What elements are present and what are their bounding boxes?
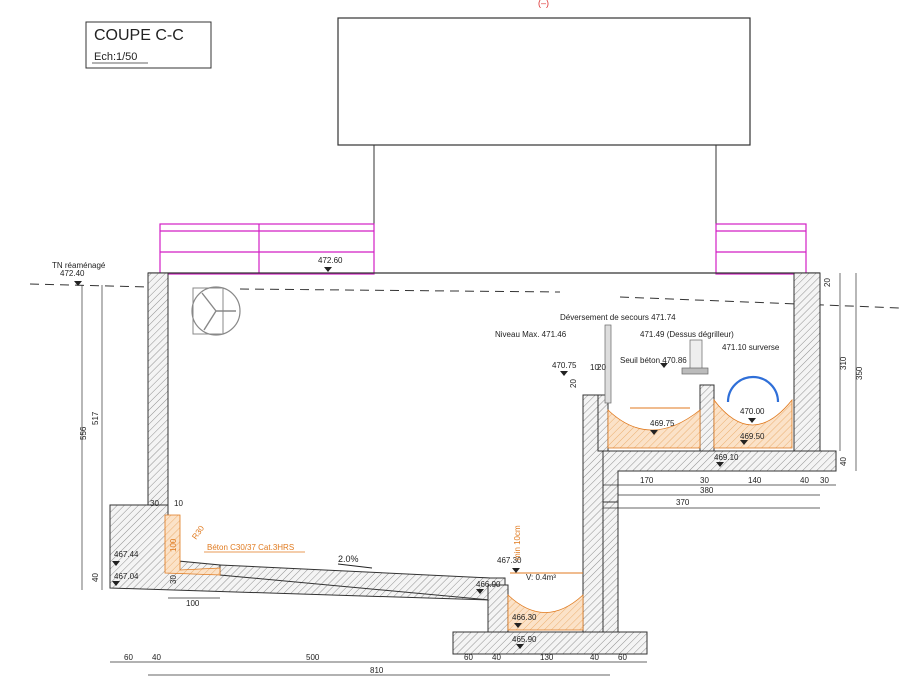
- beton-note: Béton C30/37 Cat.3HRS: [207, 543, 294, 552]
- concrete-structure: [109, 272, 837, 655]
- fan-icon: [191, 286, 241, 336]
- dim-40-left: 40: [91, 573, 100, 582]
- dim-40-a: 40: [800, 476, 809, 485]
- d100-label: 100: [169, 538, 178, 552]
- dim-170: 170: [640, 476, 654, 485]
- dim-556: 556: [79, 426, 88, 440]
- dimension-lines: [81, 273, 857, 676]
- dim-30-left-2: 30: [169, 575, 178, 584]
- dimension-labels: 556 517 40 30 10 30 100 20 310 350 40 20…: [79, 278, 864, 675]
- ground-line: [29, 283, 901, 309]
- level-dessus-degrilleur: 471.49 (Dessus dégrilleur): [640, 330, 734, 339]
- dim-b-40-a: 40: [152, 653, 161, 662]
- building-outline: [337, 17, 751, 273]
- dim-20-top: 20: [823, 278, 832, 287]
- dim-30-b: 30: [820, 476, 829, 485]
- level-tn: 472.40: [60, 269, 85, 278]
- level-deversement: Déversement de secours 471.74: [560, 313, 676, 322]
- dim-b-500: 500: [306, 653, 320, 662]
- dim-350: 350: [855, 366, 864, 380]
- dim-370: 370: [676, 498, 690, 507]
- level-465-90: 465.90: [512, 635, 537, 644]
- top-mark: (–): [538, 0, 549, 8]
- dim-b-60-b: 60: [464, 653, 473, 662]
- dim-b-40-c: 40: [590, 653, 599, 662]
- guardrail-left: [159, 223, 375, 275]
- level-467-30: 467.30: [497, 556, 522, 565]
- level-467-44: 467.44: [114, 550, 139, 559]
- level-labels: TN réaménagé 472.40 472.60 Déversement d…: [52, 256, 780, 644]
- level-470-00: 470.00: [740, 407, 765, 416]
- level-469-10: 469.10: [714, 453, 739, 462]
- dim-10-left: 10: [174, 499, 183, 508]
- dim-20-mid: 20: [569, 379, 578, 388]
- dim-b-130: 130: [540, 653, 554, 662]
- dim-380: 380: [700, 486, 714, 495]
- dim-40-right: 40: [839, 457, 848, 466]
- title-block: COUPE C-C Ech:1/50: [85, 21, 212, 69]
- dim-517: 517: [91, 411, 100, 425]
- dim-100-left: 100: [186, 599, 200, 608]
- dim-30-left: 30: [150, 499, 159, 508]
- drawing-title: COUPE C-C: [94, 27, 184, 44]
- level-slab-top: 472.60: [318, 256, 343, 265]
- dim-30-a: 30: [700, 476, 709, 485]
- channel-fills: [164, 398, 793, 631]
- dim-140: 140: [748, 476, 762, 485]
- guardrail-right: [715, 223, 807, 275]
- level-niveau-max: Niveau Max. 471.46: [495, 330, 567, 339]
- level-467-04: 467.04: [114, 572, 139, 581]
- dim-310: 310: [839, 356, 848, 370]
- level-seuil-beton: Seuil béton 470.86: [620, 356, 687, 365]
- level-466-30: 466.30: [512, 613, 537, 622]
- level-469-50: 469.50: [740, 432, 765, 441]
- drawing-scale: Ech:1/50: [94, 51, 137, 63]
- dim-20-mid-2: 20: [597, 363, 606, 372]
- level-470-75: 470.75: [552, 361, 577, 370]
- dim-10-mid: 10: [590, 363, 599, 372]
- volume-label: V: 0.4m³: [526, 573, 556, 582]
- dim-b-810: 810: [370, 666, 384, 675]
- dim-b-60-a: 60: [124, 653, 133, 662]
- dim-b-40-b: 40: [492, 653, 501, 662]
- dim-b-60-c: 60: [618, 653, 627, 662]
- tn-label: TN réaménagé: [52, 261, 106, 270]
- level-466-90: 466.90: [476, 580, 501, 589]
- level-469-75: 469.75: [650, 419, 675, 428]
- degrilleur: [604, 324, 709, 404]
- min10-label: min 10cm: [513, 525, 522, 560]
- r30-label: R30: [190, 524, 206, 542]
- surverse-arc: [726, 375, 780, 403]
- level-surverse: 471.10 surverse: [722, 343, 780, 352]
- level-markers: [74, 267, 756, 649]
- slope-label: 2.0%: [338, 554, 359, 564]
